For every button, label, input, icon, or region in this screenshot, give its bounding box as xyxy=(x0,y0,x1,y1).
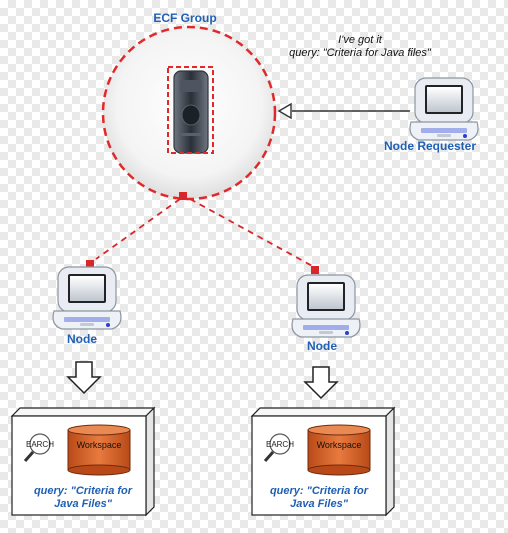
node-1-laptop-icon xyxy=(52,266,122,330)
node-2-label: Node xyxy=(307,339,337,353)
requester-link xyxy=(277,102,410,120)
node-1-label: Node xyxy=(67,332,97,346)
node-1-down-arrow-icon xyxy=(67,361,101,394)
node-2-search-icon: EARCH xyxy=(263,433,294,462)
requester-message-line-1: I've got it xyxy=(338,34,382,46)
node-1-query-line-1: query: "Criteria for xyxy=(33,485,133,497)
node-2-workspace-cylinder-icon: Workspace xyxy=(307,424,371,476)
node-2-laptop-icon xyxy=(291,274,361,338)
node-2-down-arrow-icon xyxy=(304,366,338,399)
group-title: ECF Group xyxy=(153,11,216,25)
node-1-search-icon: EARCH xyxy=(23,433,54,462)
requester-message-line-2: query: "Criteria for Java files" xyxy=(289,47,431,59)
node-2-query: query: "Criteria for Java Files" xyxy=(253,485,385,511)
group-connector xyxy=(179,192,187,200)
node-1-workspace-cylinder-icon: Workspace xyxy=(67,424,131,476)
node-links xyxy=(86,198,319,274)
requester-message: I've got it query: "Criteria for Java fi… xyxy=(270,34,450,60)
node-2-query-line-2: Java Files" xyxy=(290,498,348,510)
svg-text:EARCH: EARCH xyxy=(26,440,54,449)
svg-text:Workspace: Workspace xyxy=(317,440,362,450)
node-1-workspace-box: EARCH Workspace xyxy=(11,407,155,516)
ecf-group: ECF Group xyxy=(101,11,277,201)
requester-label: Node Requester xyxy=(384,139,477,153)
server-tower-icon xyxy=(167,66,214,154)
node-1-query: query: "Criteria for Java Files" xyxy=(18,485,148,511)
node-2-workspace-box: EARCH Workspace xyxy=(251,407,395,516)
node-1-query-line-2: Java Files" xyxy=(54,498,112,510)
requester-laptop-icon xyxy=(409,77,479,141)
svg-text:EARCH: EARCH xyxy=(266,440,294,449)
svg-text:Workspace: Workspace xyxy=(77,440,122,450)
node-2-query-line-1: query: "Criteria for xyxy=(269,485,369,497)
